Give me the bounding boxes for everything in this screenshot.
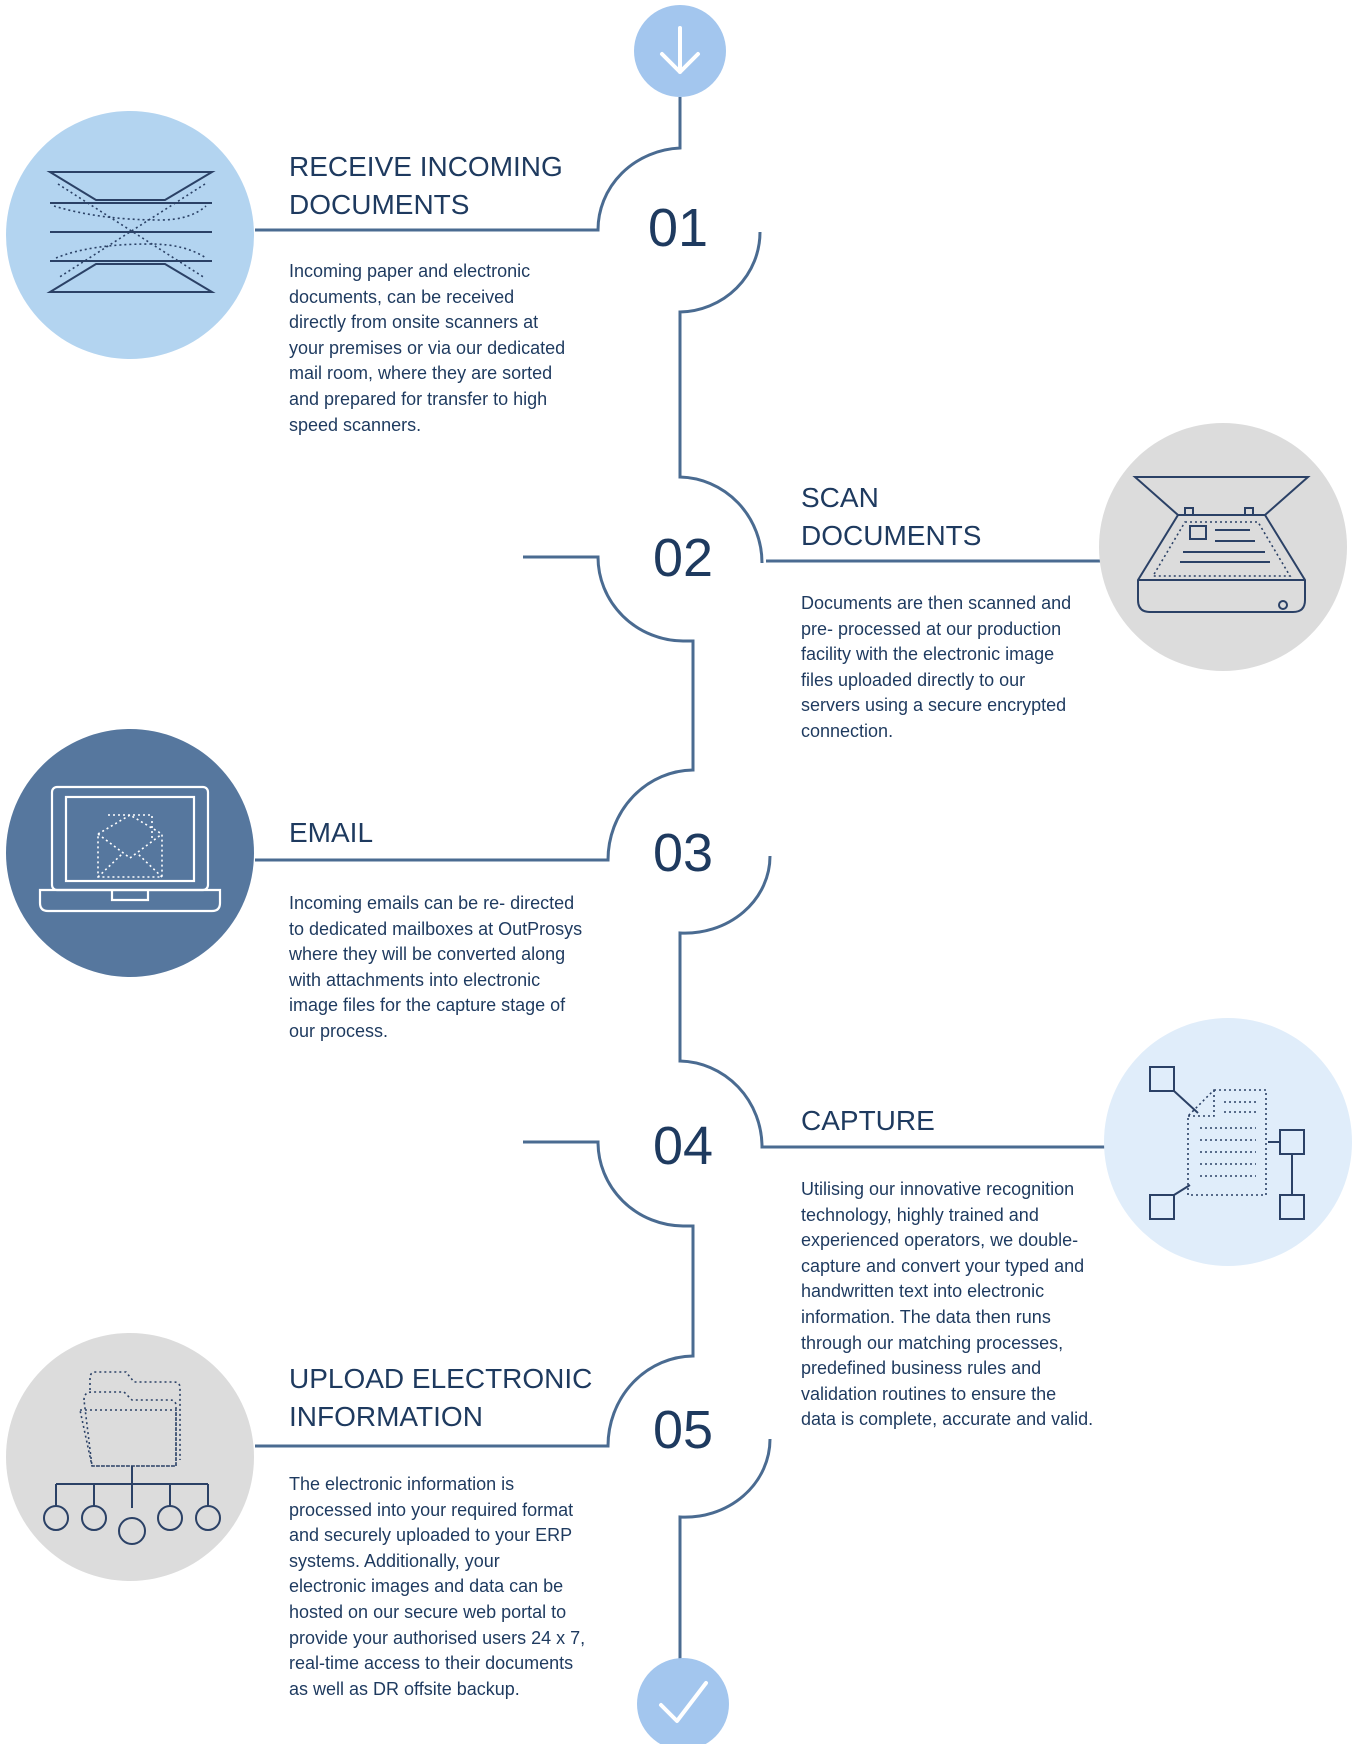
step-5-icon-group	[6, 1333, 254, 1581]
step-number-03: 03	[653, 823, 713, 883]
step-4-circle	[1104, 1018, 1352, 1266]
step-4-description: Utilising our innovative recognition tec…	[801, 1179, 1094, 1430]
step-number-02: 02	[653, 528, 713, 588]
step-5-title: UPLOAD ELECTRONIC INFORMATION	[289, 1363, 593, 1432]
incoming-documents-icon	[46, 171, 216, 293]
step-number-05: 05	[653, 1400, 713, 1460]
step-5-description: The electronic information is processed …	[289, 1474, 586, 1699]
step-number-01: 01	[648, 198, 708, 258]
folder-network-icon	[43, 1371, 221, 1545]
flow-connector-line	[255, 97, 1107, 1660]
step-2-icon-group	[1099, 423, 1347, 671]
step-1-title: RECEIVE INCOMING DOCUMENTS	[289, 151, 563, 220]
end-circle	[637, 1658, 729, 1744]
step-3-icon-group	[6, 729, 254, 977]
step-2-circle	[1099, 423, 1347, 671]
step-3-title: EMAIL	[289, 817, 374, 848]
step-3-description: Incoming emails can be re- directed to d…	[289, 893, 583, 1041]
start-marker	[634, 5, 726, 97]
step-4-title: CAPTURE	[801, 1105, 935, 1136]
data-capture-icon	[1149, 1066, 1305, 1220]
arrow-down-icon	[660, 26, 700, 74]
step-3-circle	[6, 729, 254, 977]
step-4-icon-group	[1104, 1018, 1352, 1266]
laptop-email-icon	[38, 785, 222, 913]
step-1-icon-group	[6, 111, 254, 359]
checkmark-icon	[659, 1681, 708, 1723]
step-1-description: Incoming paper and electronic documents,…	[289, 261, 566, 435]
end-marker	[637, 1658, 729, 1744]
step-number-04: 04	[653, 1116, 713, 1176]
scanner-icon	[1132, 476, 1311, 613]
step-1-circle	[6, 111, 254, 359]
step-2-description: Documents are then scanned and pre- proc…	[801, 593, 1072, 741]
step-2-title: SCAN DOCUMENTS	[801, 482, 982, 551]
